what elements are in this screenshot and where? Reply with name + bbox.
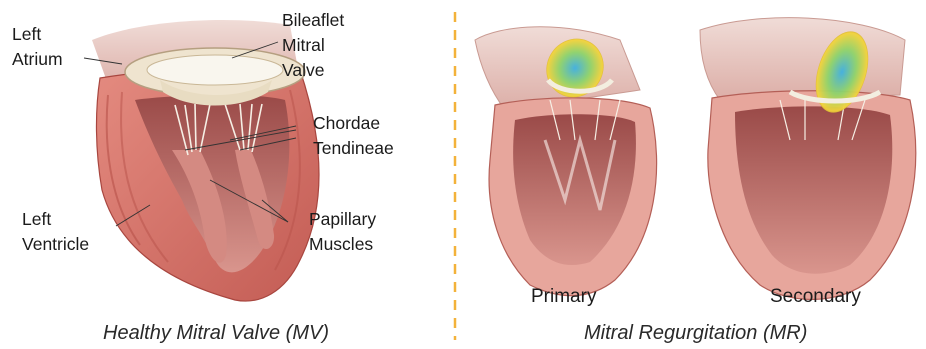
label-chordae-line2: Tendineae (313, 136, 394, 161)
label-left-ventricle-line2: Ventricle (22, 232, 89, 257)
caption-healthy-mitral-valve: Healthy Mitral Valve (MV) (103, 322, 329, 345)
label-bileaflet-mitral-valve: Bileaflet Mitral Valve (282, 8, 344, 83)
caption-mitral-regurgitation: Mitral Regurgitation (MR) (584, 322, 807, 345)
label-bileaflet-line1: Bileaflet (282, 8, 344, 33)
label-papillary-line1: Papillary (309, 207, 376, 232)
label-left-ventricle-line1: Left (22, 207, 89, 232)
label-secondary: Secondary (770, 286, 861, 308)
label-papillary-muscles: Papillary Muscles (309, 207, 376, 257)
label-left-atrium-line1: Left (12, 22, 63, 47)
label-bileaflet-line2: Mitral (282, 33, 344, 58)
label-left-atrium: Left Atrium (12, 22, 63, 72)
label-papillary-line2: Muscles (309, 232, 376, 257)
label-primary: Primary (531, 286, 596, 308)
label-bileaflet-line3: Valve (282, 58, 344, 83)
secondary-mr-illustration (700, 18, 916, 300)
label-left-atrium-line2: Atrium (12, 47, 63, 72)
label-chordae-tendineae: Chordae Tendineae (313, 111, 394, 161)
label-chordae-line1: Chordae (313, 111, 394, 136)
label-left-ventricle: Left Ventricle (22, 207, 89, 257)
primary-mr-illustration (475, 27, 657, 296)
